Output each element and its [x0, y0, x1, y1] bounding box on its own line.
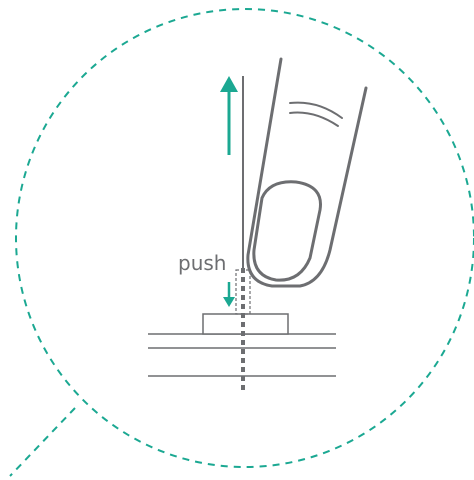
arrow-down-icon — [223, 282, 235, 307]
magnifier-handle-line — [9, 407, 76, 477]
finger-icon — [246, 57, 368, 288]
finger-crease-2 — [289, 111, 339, 127]
button-base — [202, 313, 289, 335]
arrow-up-icon — [220, 76, 238, 155]
fingernail — [252, 180, 322, 282]
finger-outline — [246, 57, 368, 288]
push-label: push — [178, 251, 226, 275]
magnifier-circle — [15, 8, 474, 468]
finger-crease-1 — [289, 101, 343, 119]
